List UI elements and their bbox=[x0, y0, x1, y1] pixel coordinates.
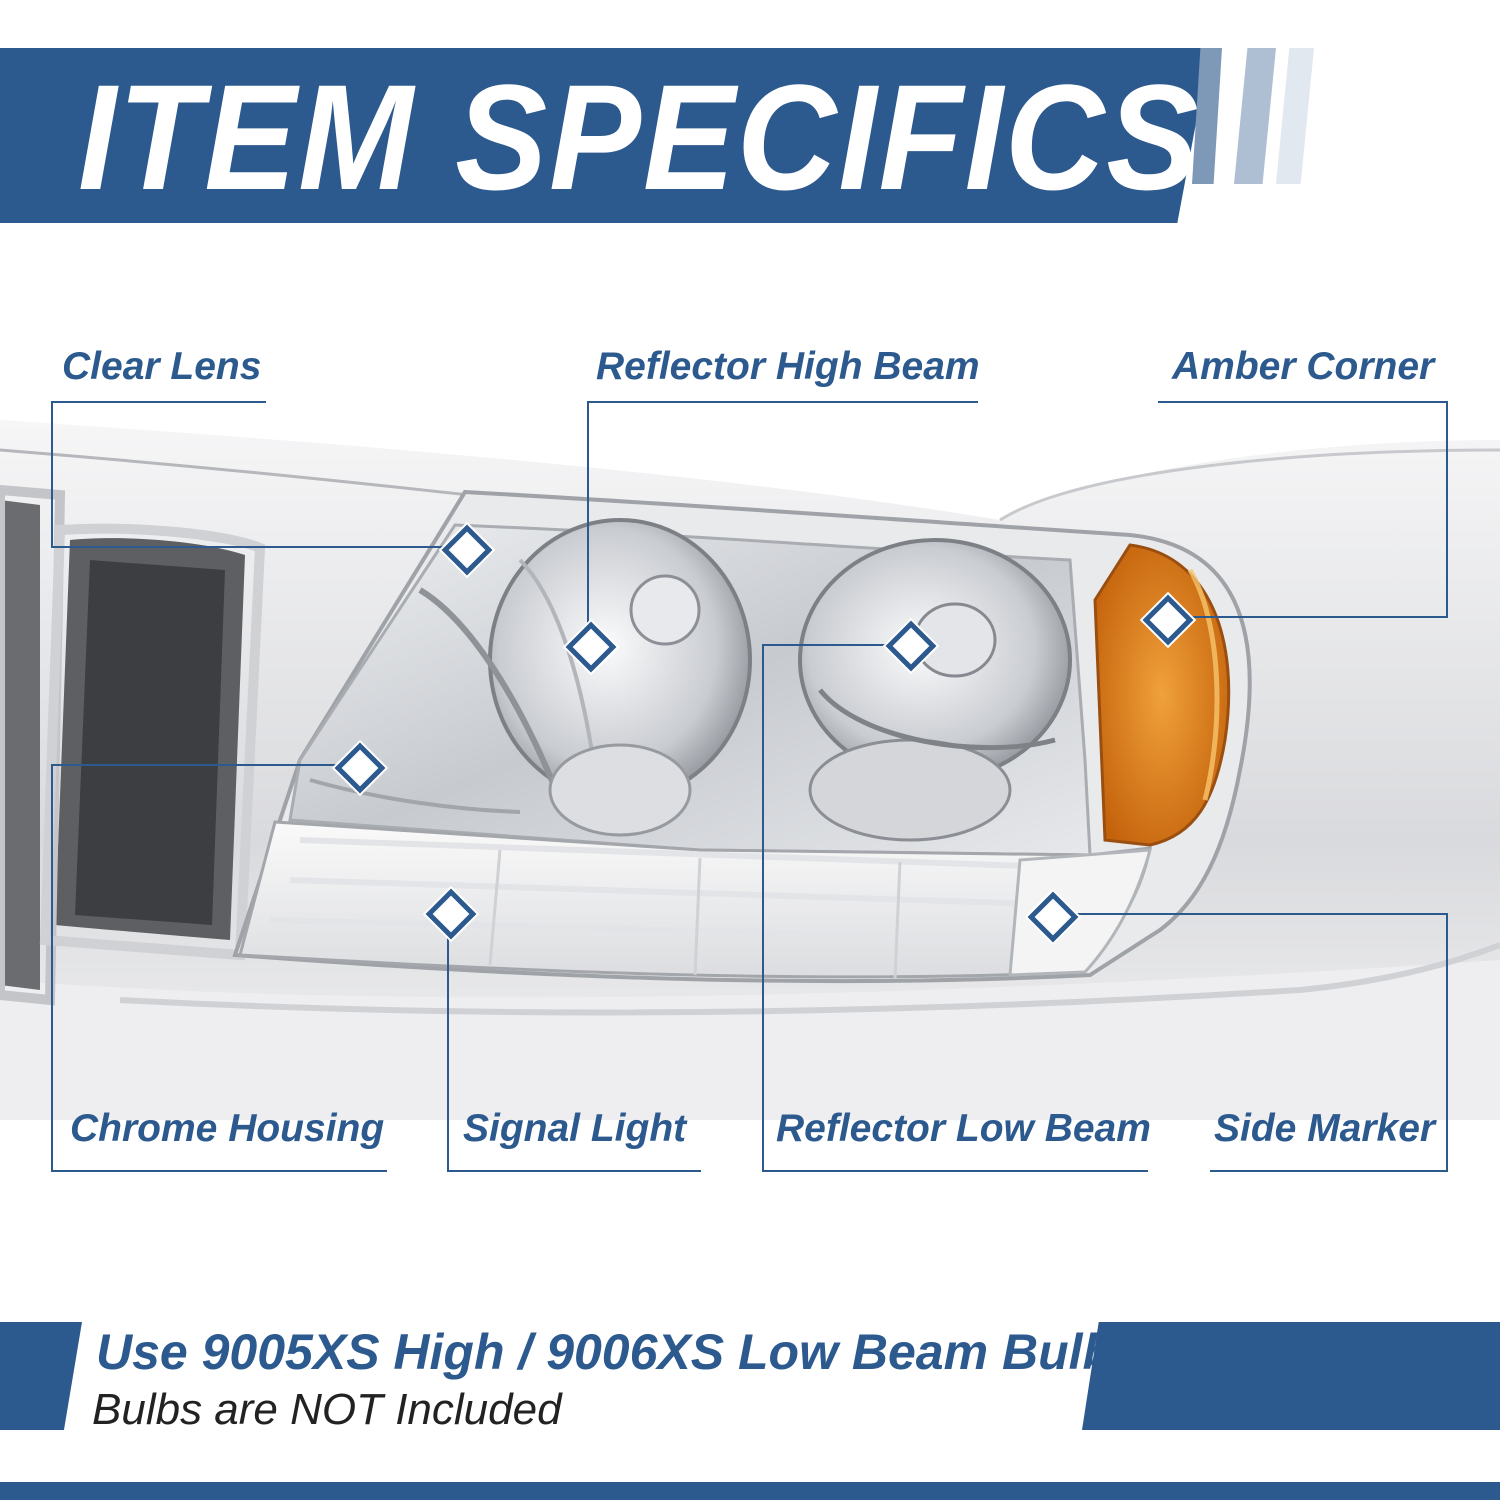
bottom-bar bbox=[0, 1482, 1500, 1500]
callout-line bbox=[51, 764, 53, 1171]
reflector-low-beam-label: Reflector Low Beam bbox=[776, 1107, 1151, 1150]
callout-line bbox=[52, 401, 266, 403]
bulb-note: Bulbs are NOT Included bbox=[92, 1385, 562, 1434]
headlight-product-image bbox=[0, 420, 1500, 1120]
callout-line bbox=[1446, 401, 1448, 618]
page-title: ITEM SPECIFICS bbox=[78, 53, 1201, 221]
header-banner bbox=[0, 48, 1210, 223]
callout-line bbox=[447, 910, 449, 1171]
footer-accent-left bbox=[0, 1322, 82, 1430]
side-marker-label: Side Marker bbox=[1214, 1107, 1436, 1150]
accent-stripe bbox=[1276, 48, 1314, 184]
callout-line bbox=[588, 401, 978, 403]
callout-line bbox=[762, 644, 908, 646]
callout-line bbox=[1165, 616, 1448, 618]
callout-line bbox=[1210, 1170, 1448, 1172]
callout-line bbox=[762, 1170, 1148, 1172]
bulb-info: Use 9005XS High / 9006XS Low Beam Bulb bbox=[96, 1324, 1114, 1380]
callout-line bbox=[447, 1170, 701, 1172]
callout-line bbox=[1158, 401, 1448, 403]
footer-accent-right bbox=[1082, 1322, 1500, 1430]
callout-line bbox=[762, 644, 764, 1171]
amber-corner-label: Amber Corner bbox=[1172, 345, 1435, 388]
accent-stripe bbox=[1234, 48, 1276, 184]
callout-line bbox=[1446, 913, 1448, 1171]
callout-line bbox=[51, 546, 463, 548]
callout-line bbox=[51, 401, 53, 547]
reflector-high-beam-label: Reflector High Beam bbox=[596, 345, 980, 388]
callout-line bbox=[51, 764, 356, 766]
callout-line bbox=[51, 1170, 387, 1172]
callout-line bbox=[1050, 913, 1448, 915]
callout-line bbox=[587, 401, 589, 644]
chrome-housing-label: Chrome Housing bbox=[70, 1107, 385, 1150]
signal-light-label: Signal Light bbox=[463, 1107, 687, 1150]
clear-lens-label: Clear Lens bbox=[62, 345, 262, 388]
